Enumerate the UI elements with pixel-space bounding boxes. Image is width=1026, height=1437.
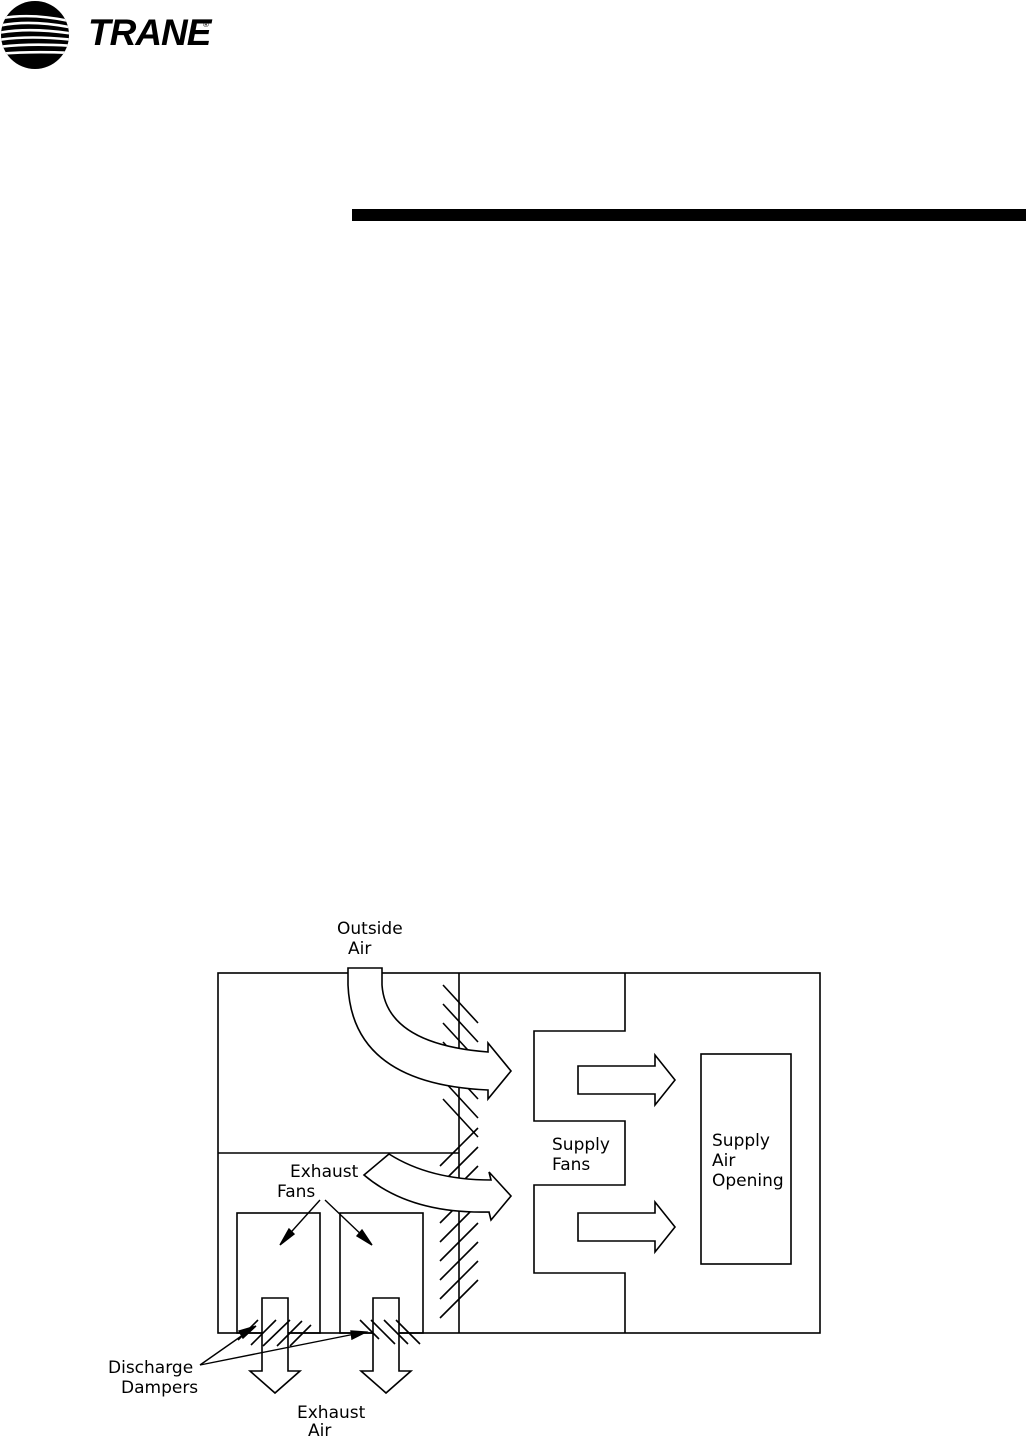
exhaust-fans-label-line1: Exhaust bbox=[290, 1162, 359, 1182]
supply-fans-label-line1: Supply bbox=[552, 1135, 610, 1155]
supply-air-opening bbox=[700, 1053, 792, 1265]
supply-air-opening-label-line1: Supply bbox=[712, 1131, 770, 1151]
supply-fans-label-line2: Fans bbox=[552, 1155, 590, 1175]
discharge-dampers-leaders bbox=[199, 1325, 369, 1366]
outside-air-label-line1: Outside bbox=[337, 919, 403, 939]
trane-globe-icon bbox=[1, 1, 69, 69]
unit-outline bbox=[217, 972, 821, 1334]
registered-mark: ® bbox=[203, 20, 209, 29]
supply-fan-housing bbox=[533, 973, 626, 1333]
supply-air-opening-label-line3: Opening bbox=[712, 1171, 784, 1191]
exhaust-fans-leaders bbox=[279, 1199, 373, 1246]
outside-air-label-line2: Air bbox=[348, 939, 371, 959]
exhaust-arrow-right bbox=[358, 1297, 414, 1395]
exhaust-air-label-line1: Exhaust bbox=[297, 1403, 366, 1423]
supply-arrow-upper bbox=[577, 1052, 677, 1108]
discharge-dampers-label-line1: Discharge bbox=[108, 1358, 193, 1378]
exhaust-arrow-left bbox=[247, 1297, 303, 1395]
supply-air-opening-label-line2: Air bbox=[712, 1151, 735, 1171]
exhaust-air-label-line2: Air bbox=[308, 1421, 331, 1437]
trane-wordmark: TRANE bbox=[88, 12, 211, 53]
supply-arrow-lower bbox=[577, 1199, 677, 1255]
outside-air-arrow bbox=[347, 967, 513, 1102]
trane-logo: TRANE ® bbox=[0, 0, 220, 72]
exhaust-fans-label-line2: Fans bbox=[277, 1182, 315, 1202]
return-air-arrow bbox=[362, 1153, 513, 1222]
discharge-dampers bbox=[237, 1319, 421, 1347]
discharge-dampers-label-line2: Dampers bbox=[121, 1378, 198, 1398]
header-rule bbox=[352, 209, 1026, 221]
